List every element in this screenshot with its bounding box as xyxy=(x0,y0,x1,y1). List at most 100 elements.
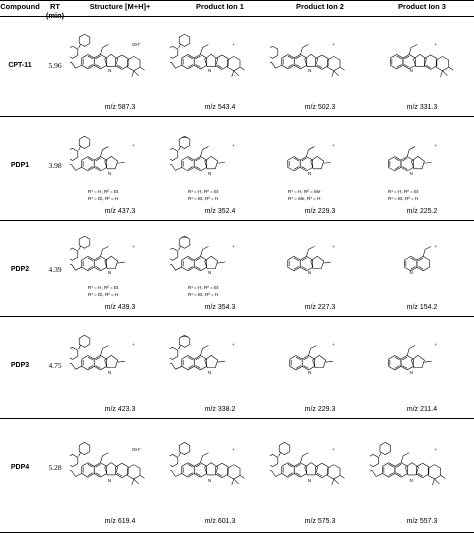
structure-drawing xyxy=(404,246,432,272)
mz-value: m/z 619.4 xyxy=(104,518,136,525)
aromatic-double-bond xyxy=(418,266,424,270)
piperidine-ring xyxy=(379,442,391,455)
hydroxyl-bond xyxy=(440,70,443,77)
ring-double-bond xyxy=(216,472,223,477)
n-alkyl-bond xyxy=(217,360,225,363)
nitrogen-label: N xyxy=(409,369,413,375)
molecule-skeleton xyxy=(388,345,432,371)
hydroxyl-bond xyxy=(331,70,335,77)
ethyl-bond xyxy=(400,455,404,463)
aromatic-double-bond xyxy=(293,157,300,162)
aromatic-double-bond xyxy=(394,157,400,162)
ester-bond xyxy=(75,366,82,370)
piperidine-ring xyxy=(370,454,379,467)
molecule-skeleton xyxy=(70,442,145,486)
row-rule xyxy=(0,316,474,317)
charge-label: + xyxy=(132,142,135,148)
ring-double-bond xyxy=(417,472,423,477)
aromatic-ring xyxy=(402,54,416,70)
hydroxyl-bond xyxy=(432,478,435,486)
structure-drawing xyxy=(170,33,245,77)
ethyl-bond xyxy=(403,452,410,456)
ethyl-bond xyxy=(308,146,315,150)
aromatic-double-bond xyxy=(87,64,94,68)
ethyl-bond xyxy=(102,452,109,456)
ester-bond xyxy=(175,473,182,477)
pyridone-ring xyxy=(416,462,430,478)
n-alkyl-bond xyxy=(424,360,432,363)
nitrogen-label: N xyxy=(208,369,212,375)
aromatic-ring xyxy=(81,156,95,172)
pyrrolidine-ring xyxy=(204,462,219,476)
aromatic-double-bond xyxy=(95,166,101,170)
ring-double-bond xyxy=(216,64,223,69)
aromatic-ring xyxy=(181,462,195,478)
aromatic-ring xyxy=(301,355,316,371)
mz-value: m/z 543.4 xyxy=(204,104,236,111)
aromatic-ring xyxy=(181,355,195,371)
carbamate-bond xyxy=(71,363,76,370)
aromatic-double-bond xyxy=(195,365,201,369)
aromatic-double-bond xyxy=(287,64,294,68)
ethyl-bond xyxy=(306,249,309,257)
nitrogen-label: N xyxy=(208,270,212,275)
molecule-skeleton xyxy=(170,334,225,371)
pyrrolidine-ring xyxy=(104,462,119,476)
piperidine-ring xyxy=(78,442,91,455)
carbonyl-bond xyxy=(170,470,172,472)
ethyl-bond xyxy=(333,478,339,485)
aromatic-double-bond xyxy=(295,464,301,468)
structure-drawing xyxy=(70,33,145,77)
n-alkyl-bond xyxy=(117,360,125,363)
aromatic-double-bond xyxy=(303,356,309,361)
aromatic-double-bond xyxy=(388,464,394,468)
table-top-rule xyxy=(0,0,474,1)
header-rt: RT (min) xyxy=(40,0,70,38)
row-rule xyxy=(0,220,474,221)
aromatic-double-bond xyxy=(402,356,408,361)
aromatic-double-bond xyxy=(293,166,300,170)
lactone-ring xyxy=(327,56,341,72)
pyrrolidine-ring xyxy=(312,355,327,369)
aromatic-ring xyxy=(193,54,208,70)
aromatic-double-bond xyxy=(187,257,194,262)
ethyl-bond xyxy=(200,455,203,463)
mz-value: m/z 352.4 xyxy=(204,208,236,215)
molecule-skeleton xyxy=(70,33,145,77)
aromatic-double-bond xyxy=(396,64,402,68)
charge-label: + xyxy=(232,342,235,348)
molecule-skeleton xyxy=(170,235,225,272)
structure-drawing xyxy=(70,135,125,172)
charge-label: OH⁺ xyxy=(132,446,142,452)
aromatic-double-bond xyxy=(301,257,307,262)
ethyl-bond xyxy=(202,44,209,48)
header-ion3-text: Product Ion 3 xyxy=(398,2,446,11)
structure-cell xyxy=(370,420,474,516)
lactone-ring xyxy=(427,464,442,480)
ring-double-bond xyxy=(116,64,123,69)
piperidine-ring xyxy=(78,135,91,149)
aromatic-ring xyxy=(93,355,108,371)
charge-label: + xyxy=(332,142,335,148)
nitrogen-label: N xyxy=(308,270,312,275)
charge-label: + xyxy=(232,244,235,250)
aromatic-double-bond xyxy=(87,166,94,170)
carbamate-bond xyxy=(171,164,176,171)
piperidine-ring xyxy=(70,247,79,261)
header-ion1: Product Ion 1 xyxy=(170,0,270,38)
compound-name: PDP2 xyxy=(10,266,30,273)
molecule-skeleton xyxy=(370,442,446,486)
aromatic-double-bond xyxy=(394,166,400,170)
structure-cell xyxy=(70,118,170,206)
charge-label: + xyxy=(434,142,438,148)
piperidine-ring xyxy=(170,247,179,261)
aromatic-double-bond xyxy=(95,356,101,361)
header-structure-text: Structure [M+H]+ xyxy=(89,2,151,11)
structure-drawing xyxy=(170,235,225,272)
ethyl-bond xyxy=(434,478,440,485)
pyridone-ring xyxy=(424,54,438,70)
aromatic-double-bond xyxy=(195,257,201,262)
structure-cell xyxy=(70,420,170,516)
